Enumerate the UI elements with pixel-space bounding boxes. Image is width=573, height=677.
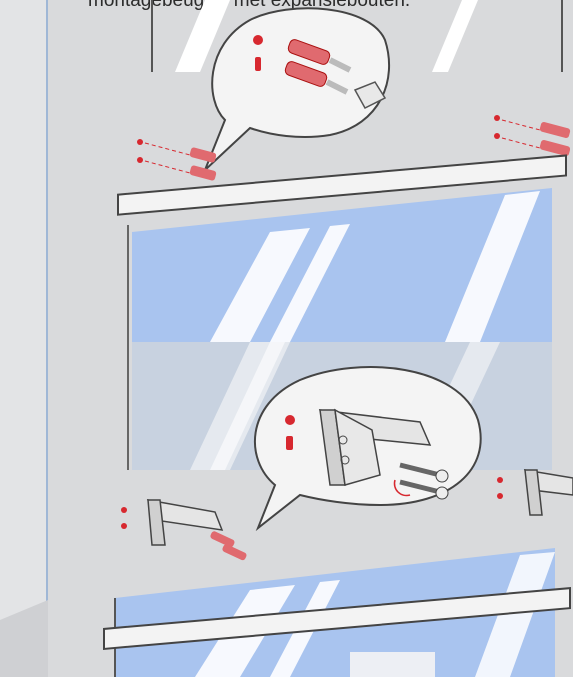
right-plugs: [494, 115, 571, 157]
drill-hole-icon: [285, 415, 295, 425]
drill-hole-icon: [253, 35, 263, 45]
zoom-bubble-bracket: [255, 367, 481, 528]
right-bracket: [497, 470, 573, 515]
left-plugs: [137, 139, 217, 181]
left-bracket: [121, 500, 247, 561]
left-wall-strip: [0, 0, 48, 677]
lower-window: [104, 548, 570, 677]
zoom-bubble-plugs: [205, 8, 389, 170]
